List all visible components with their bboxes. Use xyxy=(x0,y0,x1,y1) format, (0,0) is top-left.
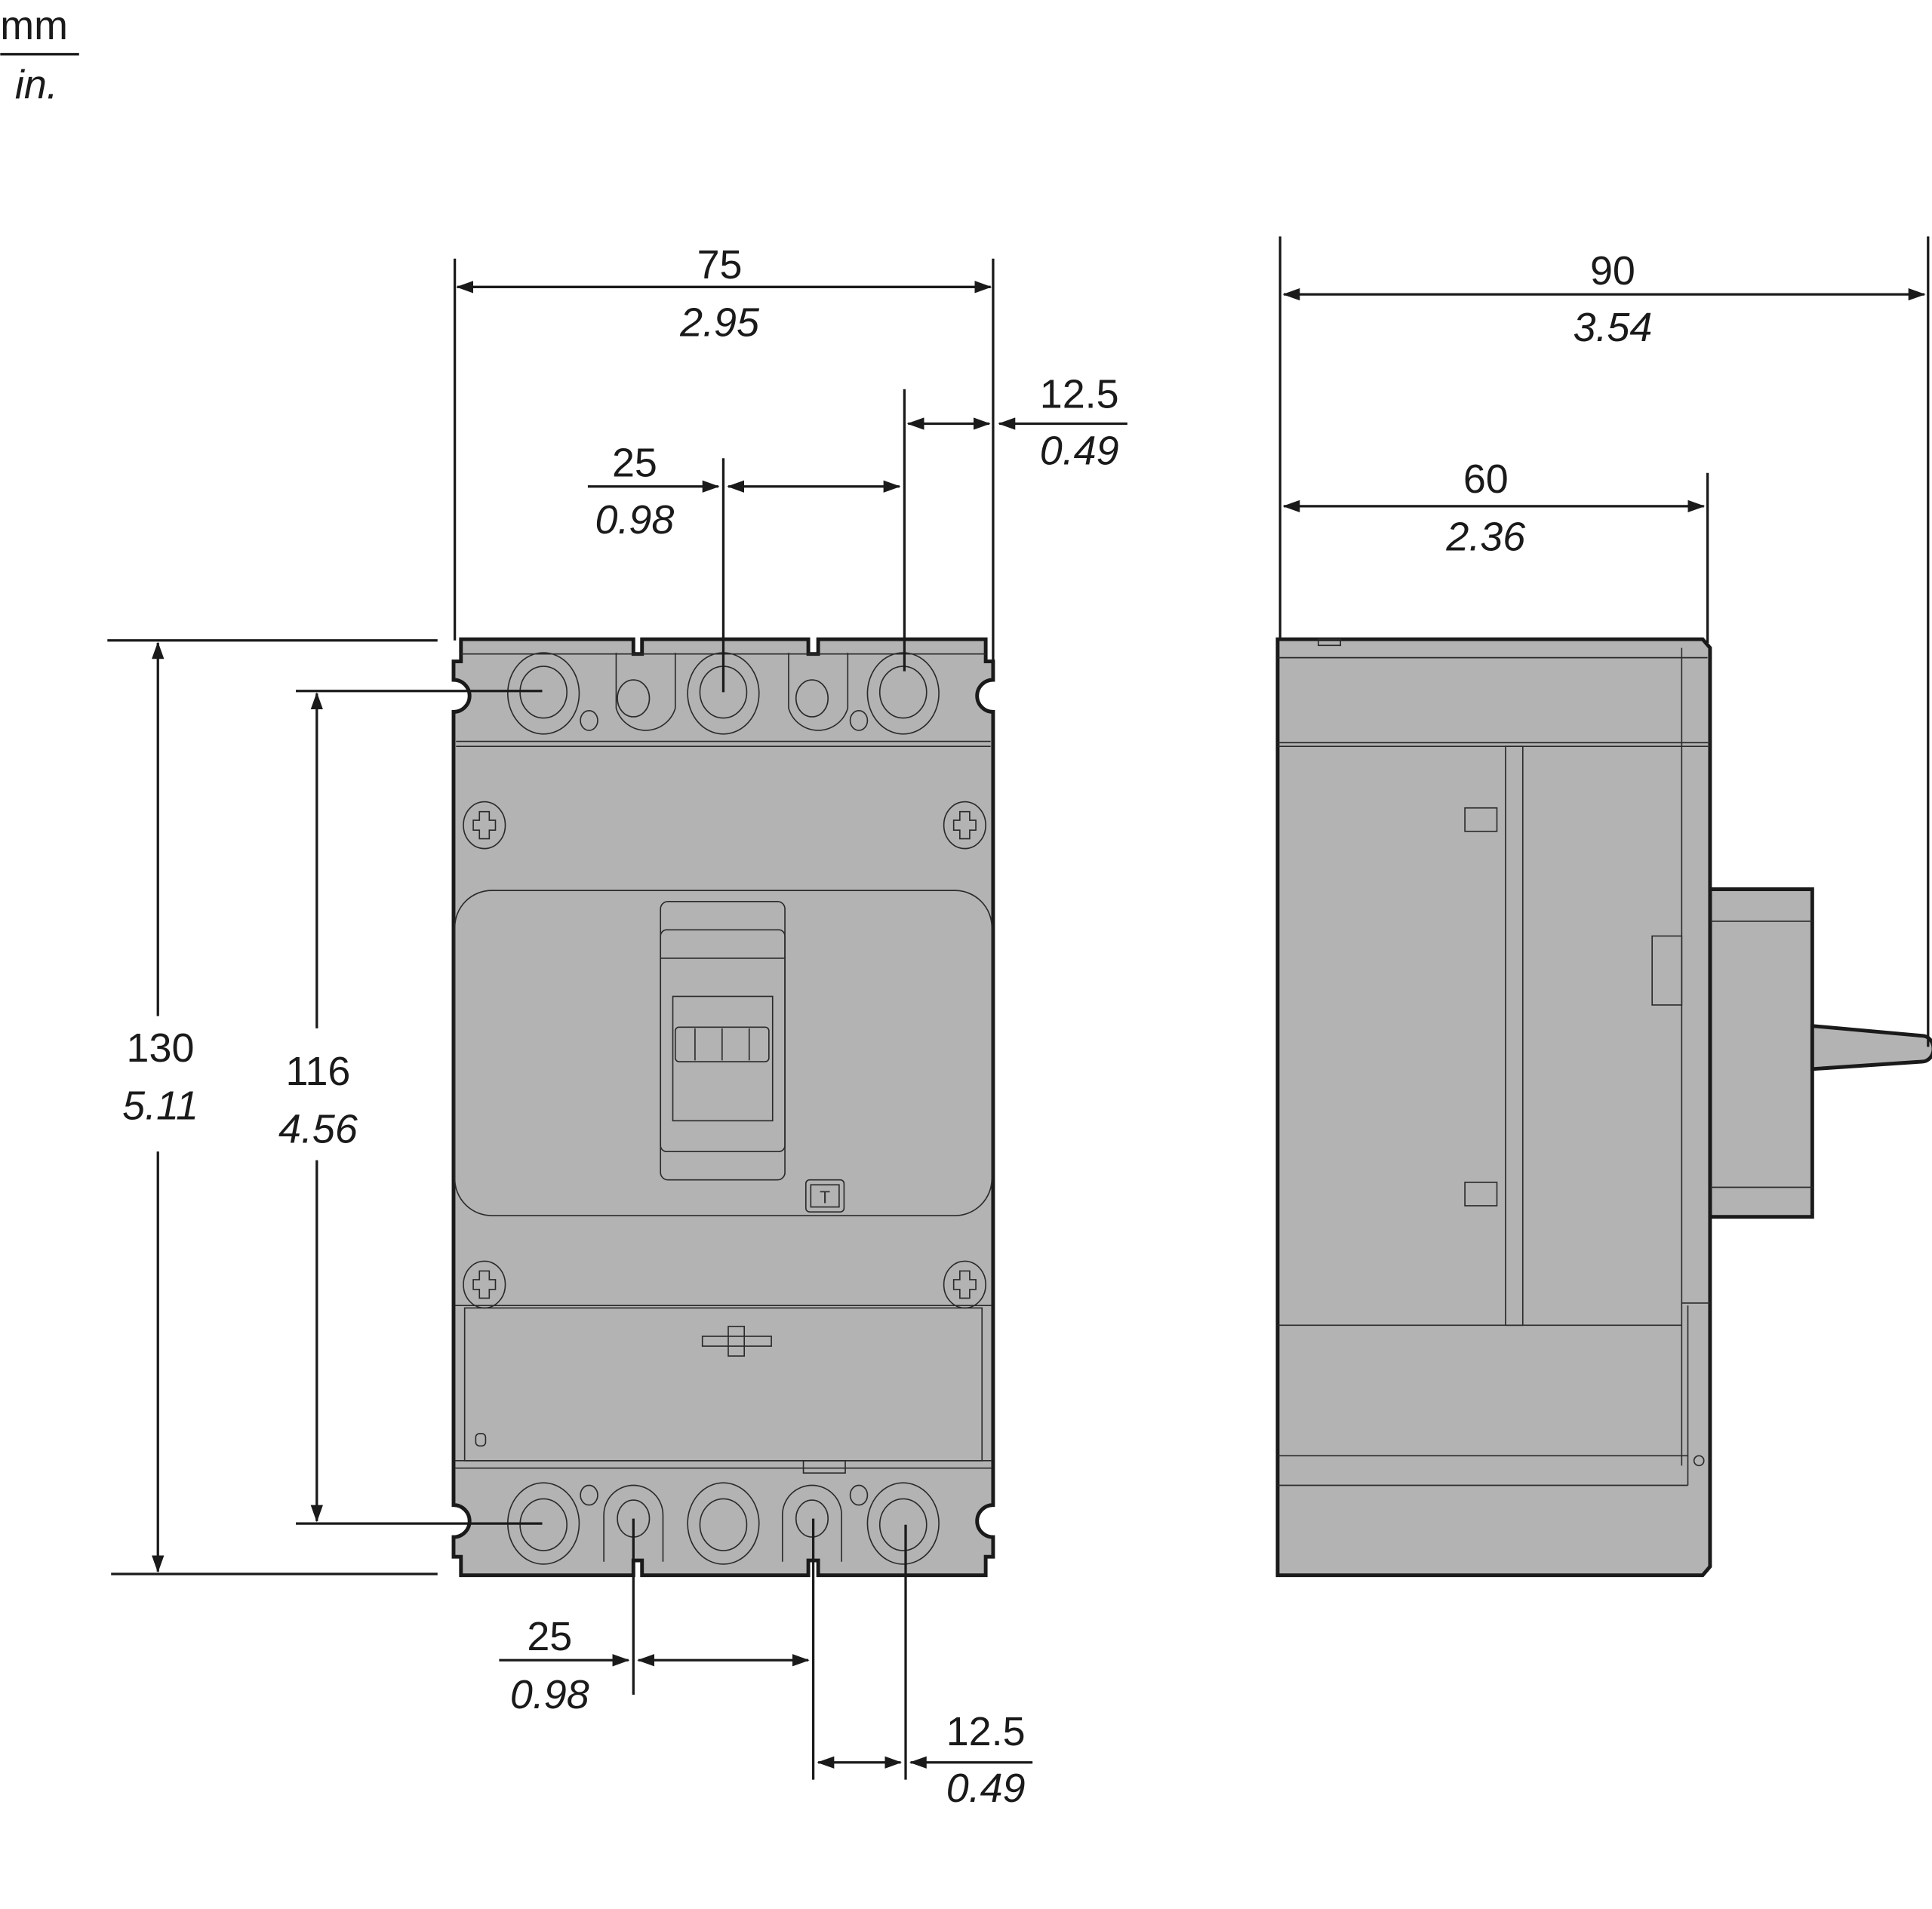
dim-in: 2.95 xyxy=(679,300,760,346)
dim-mm: 116 xyxy=(285,1049,350,1094)
dimension-pole-pitch-top: 25 0.98 xyxy=(587,441,901,693)
dim-in: 0.49 xyxy=(1040,428,1119,473)
trip-test-button[interactable]: T xyxy=(804,1179,845,1213)
dimension-width-75: 75 2.95 xyxy=(453,242,995,672)
front-body-outline xyxy=(451,637,995,1578)
dim-in: 2.36 xyxy=(1445,515,1525,560)
dim-mm: 12.5 xyxy=(1040,371,1119,417)
dim-mm: 90 xyxy=(1590,248,1635,294)
dimension-depth-60: 60 2.36 xyxy=(1282,456,1709,644)
dim-in: 0.98 xyxy=(595,497,675,543)
dimension-pole-pitch-bottom: 25 0.98 xyxy=(499,1518,815,1780)
dim-mm: 60 xyxy=(1463,456,1509,502)
side-view xyxy=(1275,637,1932,1578)
units-legend: mm in. xyxy=(0,3,79,108)
cover-screws xyxy=(463,801,986,1309)
dim-mm: 25 xyxy=(612,441,657,486)
unit-mm: mm xyxy=(0,3,68,48)
side-handle-block xyxy=(1708,887,1814,1219)
unit-in: in. xyxy=(15,63,58,108)
front-view: T xyxy=(451,637,995,1578)
dimension-edge-pole-bottom: 12.5 0.49 xyxy=(817,1524,1033,1811)
dimension-edge-pole-top: 12.5 0.49 xyxy=(903,371,1128,672)
dim-in: 5.11 xyxy=(122,1084,198,1129)
dim-in: 0.49 xyxy=(946,1766,1026,1811)
dim-in: 0.98 xyxy=(510,1672,589,1717)
dim-in: 4.56 xyxy=(278,1107,358,1152)
toggle-handle[interactable] xyxy=(660,900,786,1181)
dim-mm: 75 xyxy=(697,242,743,287)
handle-escutcheon xyxy=(454,890,993,1216)
trip-button-label: T xyxy=(820,1188,830,1207)
dimension-depth-90: 90 3.54 xyxy=(1278,236,1930,1047)
side-body-outline xyxy=(1275,637,1712,1578)
dim-in: 3.54 xyxy=(1574,305,1653,350)
dimension-terminal-centers-116: 116 4.56 xyxy=(278,690,543,1525)
dim-mm: 12.5 xyxy=(946,1709,1026,1754)
terminal-cover xyxy=(454,1305,992,1474)
dim-mm: 130 xyxy=(127,1025,195,1071)
side-lever[interactable] xyxy=(1810,1023,1932,1071)
dim-mm: 25 xyxy=(527,1614,572,1659)
dimension-height-130: 130 5.11 xyxy=(107,639,438,1575)
